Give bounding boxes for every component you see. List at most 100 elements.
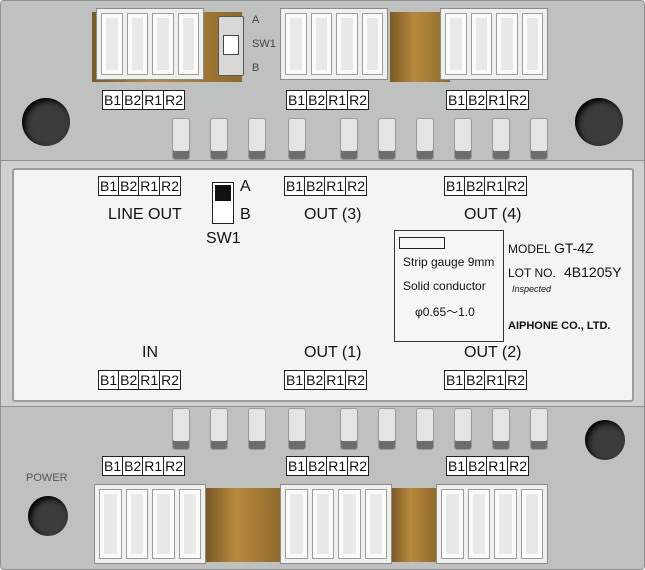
vent-rib (530, 118, 548, 160)
manufacturer-name: AIPHONE CO., LTD. (508, 320, 611, 332)
terminal-r1: R1 (486, 371, 507, 389)
terminal-b1: B1 (448, 91, 468, 109)
vent-rib (454, 408, 472, 450)
top-terminal-label-1: B1 B2 R1 R2 (102, 90, 186, 110)
sw1-switch-icon (212, 182, 234, 224)
top-slide-switch[interactable] (218, 16, 244, 76)
terminal-r2: R2 (161, 178, 180, 194)
vent-rib (288, 408, 306, 450)
vent-rib (172, 118, 190, 160)
inspected-stamp: Inspected (512, 284, 552, 294)
mounting-hole-bottom-right (585, 420, 625, 460)
conductor-diameter-text: φ0.65〜1.0 (415, 305, 475, 319)
terminal-r1: R1 (328, 91, 349, 109)
bottom-connector-block-3 (436, 484, 548, 564)
power-label: POWER (26, 472, 68, 484)
terminal-b1: B1 (446, 371, 466, 389)
terminal-b1: B1 (100, 177, 120, 195)
top-switch-label-a: A (252, 14, 260, 26)
vent-rib (210, 118, 228, 160)
solid-conductor-text: Solid conductor (403, 279, 486, 293)
bottom-terminal-label-2: B1 B2 R1 R2 (286, 456, 370, 476)
strip-gauge-text: Strip gauge 9mm (403, 255, 495, 269)
terminal-b1: B1 (286, 371, 306, 389)
terminal-b1: B1 (104, 91, 124, 109)
terminal-r2: R2 (347, 178, 366, 194)
sw1-label: SW1 (206, 230, 241, 247)
top-connector-block-3 (440, 8, 548, 80)
label-out-1: OUT (1) (304, 344, 362, 361)
terminal-b1: B1 (100, 371, 120, 389)
top-connector-block-1 (96, 8, 204, 80)
label-line-out: LINE OUT (108, 206, 182, 223)
mounting-hole-bottom-left (28, 496, 68, 536)
label-out-2: OUT (2) (464, 344, 522, 361)
label-panel: B1 B2 R1 R2 LINE OUT B1 B2 R1 R2 OUT (3)… (12, 168, 634, 402)
vent-rib (492, 408, 510, 450)
terminal-r2: R2 (349, 458, 368, 474)
terminal-b2: B2 (124, 91, 144, 109)
terminal-r2: R2 (347, 372, 366, 388)
bottom-connector-block-2 (280, 484, 392, 564)
terminal-r2: R2 (349, 92, 368, 108)
terminal-r1: R1 (140, 371, 161, 389)
mounting-hole-top-left (22, 98, 70, 146)
terminal-r1: R1 (140, 177, 161, 195)
vent-rib (248, 118, 266, 160)
vent-rib (454, 118, 472, 160)
bottom-terminal-label-1: B1 B2 R1 R2 (102, 456, 186, 476)
sw1-label-b: B (240, 206, 251, 223)
terminal-r1: R1 (328, 457, 349, 475)
panel-terminal-out-1: B1 B2 R1 R2 (284, 370, 368, 390)
terminal-b2: B2 (308, 91, 328, 109)
terminal-r1: R1 (326, 177, 347, 195)
terminal-r2: R2 (509, 92, 528, 108)
terminal-b2: B2 (120, 177, 140, 195)
brass-contact-bottom-1 (206, 488, 282, 562)
model-label: MODEL (508, 242, 551, 256)
terminal-r2: R2 (165, 92, 184, 108)
terminal-r1: R1 (488, 91, 509, 109)
terminal-b1: B1 (446, 177, 466, 195)
terminal-b1: B1 (104, 457, 124, 475)
panel-terminal-out-4: B1 B2 R1 R2 (444, 176, 528, 196)
bottom-connector-block-1 (94, 484, 206, 564)
terminal-r1: R1 (144, 91, 165, 109)
terminal-r1: R1 (488, 457, 509, 475)
terminal-r2: R2 (161, 372, 180, 388)
vent-rib (210, 408, 228, 450)
terminal-r1: R1 (144, 457, 165, 475)
bottom-terminal-label-3: B1 B2 R1 R2 (446, 456, 530, 476)
strip-gauge-bar-icon (399, 237, 445, 249)
terminal-b2: B2 (468, 91, 488, 109)
top-switch-label-sw: SW1 (252, 38, 276, 50)
vent-rib (340, 408, 358, 450)
model-value: GT-4Z (554, 240, 594, 256)
vent-rib (172, 408, 190, 450)
terminal-b2: B2 (466, 371, 486, 389)
terminal-b2: B2 (468, 457, 488, 475)
vent-rib (378, 408, 396, 450)
top-terminal-label-3: B1 B2 R1 R2 (446, 90, 530, 110)
top-terminal-label-2: B1 B2 R1 R2 (286, 90, 370, 110)
vent-rib (530, 408, 548, 450)
vent-rib (416, 408, 434, 450)
panel-terminal-out-2: B1 B2 R1 R2 (444, 370, 528, 390)
panel-terminal-line-out: B1 B2 R1 R2 (98, 176, 182, 196)
terminal-b2: B2 (308, 457, 328, 475)
vent-rib (378, 118, 396, 160)
panel-terminal-out-3: B1 B2 R1 R2 (284, 176, 368, 196)
vent-rib (248, 408, 266, 450)
brass-contact-bottom-2 (392, 488, 438, 562)
top-switch-label-b: B (252, 62, 260, 74)
terminal-b2: B2 (306, 371, 326, 389)
terminal-b2: B2 (124, 457, 144, 475)
vent-rib (492, 118, 510, 160)
terminal-b1: B1 (288, 91, 308, 109)
panel-terminal-in: B1 B2 R1 R2 (98, 370, 182, 390)
vent-rib (288, 118, 306, 160)
vent-rib (340, 118, 358, 160)
label-out-3: OUT (3) (304, 206, 362, 223)
terminal-b1: B1 (288, 457, 308, 475)
terminal-r1: R1 (486, 177, 507, 195)
